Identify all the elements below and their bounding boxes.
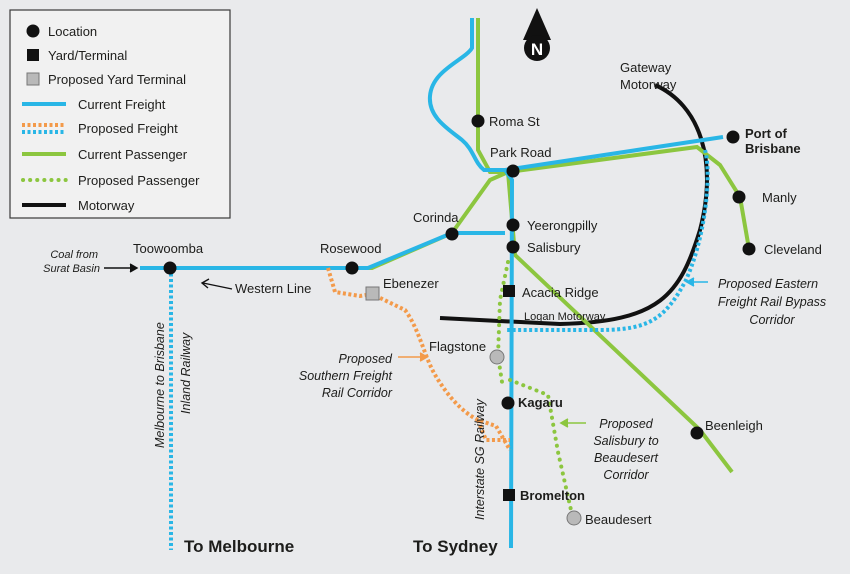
southern-freight-corridor-line: [326, 267, 512, 452]
label-coal-from: Coal from: [50, 249, 98, 261]
proposed-station-flagstone: [489, 349, 505, 365]
station-rosewood: [345, 261, 359, 275]
station-corinda: [445, 227, 459, 241]
legend-label: Location: [48, 24, 97, 39]
legend-box: [9, 9, 231, 219]
label-western-line: Western Line: [235, 281, 311, 296]
gateway-logan-motorway: [439, 83, 709, 327]
label-logan-motorway: Logan Motorway: [524, 311, 606, 323]
legend: Location Yard/Terminal Proposed Yard Ter…: [9, 9, 231, 219]
label-kagaru: Kagaru: [518, 395, 563, 410]
label-cleveland: Cleveland: [764, 242, 822, 257]
station-manly: [732, 190, 746, 204]
passenger-line-cleveland: [507, 144, 751, 250]
label-inland-railway: Melbourne to Brisbane: [153, 322, 167, 448]
western-line-arrow-icon: [202, 282, 233, 290]
legend-label: Proposed Yard Terminal: [48, 72, 186, 87]
north-arrow-icon: N: [523, 8, 551, 61]
label-bromelton: Bromelton: [520, 488, 585, 503]
eastern-bypass-line: [505, 149, 710, 332]
proposed-yard-symbol-icon: [26, 72, 40, 86]
label-eastern-bypass-3: Corridor: [749, 313, 795, 327]
label-interstate-railway: Interstate SG Railway: [473, 398, 487, 520]
label-corinda: Corinda: [413, 210, 459, 225]
label-eastern-bypass-2: Freight Rail Bypass: [718, 295, 826, 309]
station-kagaru: [501, 396, 515, 410]
label-salisbury-corridor-2: Salisbury to: [593, 434, 658, 448]
label-salisbury: Salisbury: [527, 240, 581, 255]
label-toowoomba: Toowoomba: [133, 241, 204, 256]
stations: [163, 114, 756, 440]
north-label: N: [531, 40, 543, 59]
label-gateway-motorway-2: Motorway: [620, 77, 677, 92]
yard-symbol-icon: [27, 49, 39, 61]
station-cleveland: [742, 242, 756, 256]
station-beenleigh: [690, 426, 704, 440]
label-acacia-ridge: Acacia Ridge: [522, 285, 599, 300]
label-to-sydney: To Sydney: [413, 537, 498, 556]
proposed-station-beaudesert: [566, 510, 582, 526]
station-yeerongpilly: [506, 218, 520, 232]
label-ebenezer: Ebenezer: [383, 276, 439, 291]
passenger-line-ipswich: [450, 170, 509, 235]
location-symbol-icon: [26, 24, 40, 38]
label-southern-corridor-3: Rail Corridor: [322, 386, 393, 400]
flagstone-corridor-line: [495, 260, 510, 384]
label-salisbury-corridor-3: Beaudesert: [594, 451, 658, 465]
label-manly: Manly: [762, 190, 797, 205]
station-port-of-brisbane: [726, 130, 740, 144]
label-to-melbourne: To Melbourne: [184, 537, 294, 556]
station-park-road: [506, 164, 520, 178]
label-southern-corridor: Proposed: [338, 352, 393, 366]
label-park-road: Park Road: [490, 145, 551, 160]
label-southern-corridor-2: Southern Freight: [299, 369, 393, 383]
label-beaudesert: Beaudesert: [585, 512, 652, 527]
freight-line-port: [504, 135, 724, 172]
station-roma-st: [471, 114, 485, 128]
legend-label: Proposed Freight: [78, 121, 178, 136]
label-salisbury-corridor-4: Corridor: [603, 468, 649, 482]
label-flagstone: Flagstone: [429, 339, 486, 354]
label-surat-basin: Surat Basin: [43, 263, 100, 275]
proposed-yard-ebenezer: [365, 286, 380, 301]
label-eastern-bypass: Proposed Eastern: [718, 277, 818, 291]
legend-label: Yard/Terminal: [48, 48, 127, 63]
label-gateway-motorway: Gateway: [620, 60, 672, 75]
label-salisbury-corridor: Proposed: [599, 417, 654, 431]
legend-label: Current Freight: [78, 97, 166, 112]
label-port-of-brisbane-2: Brisbane: [745, 141, 801, 156]
proposed-passenger-lines: [495, 260, 573, 512]
label-inland-railway-2: Inland Railway: [179, 332, 193, 414]
freight-line-north: [427, 18, 505, 172]
legend-label: Proposed Passenger: [78, 173, 200, 188]
yard-acacia-ridge: [503, 285, 515, 297]
label-rosewood: Rosewood: [320, 241, 381, 256]
label-beenleigh: Beenleigh: [705, 418, 763, 433]
label-roma-st: Roma St: [489, 114, 540, 129]
station-toowoomba: [163, 261, 177, 275]
station-salisbury: [506, 240, 520, 254]
legend-label: Current Passenger: [78, 147, 188, 162]
freight-rosewood-corinda: [352, 231, 505, 270]
legend-label: Motorway: [78, 198, 135, 213]
label-yeerongpilly: Yeerongpilly: [527, 218, 598, 233]
beaudesert-corridor-line: [508, 378, 573, 512]
label-port-of-brisbane: Port of: [745, 126, 788, 141]
proposed-freight-lines: [169, 149, 710, 550]
yard-bromelton: [503, 489, 515, 501]
